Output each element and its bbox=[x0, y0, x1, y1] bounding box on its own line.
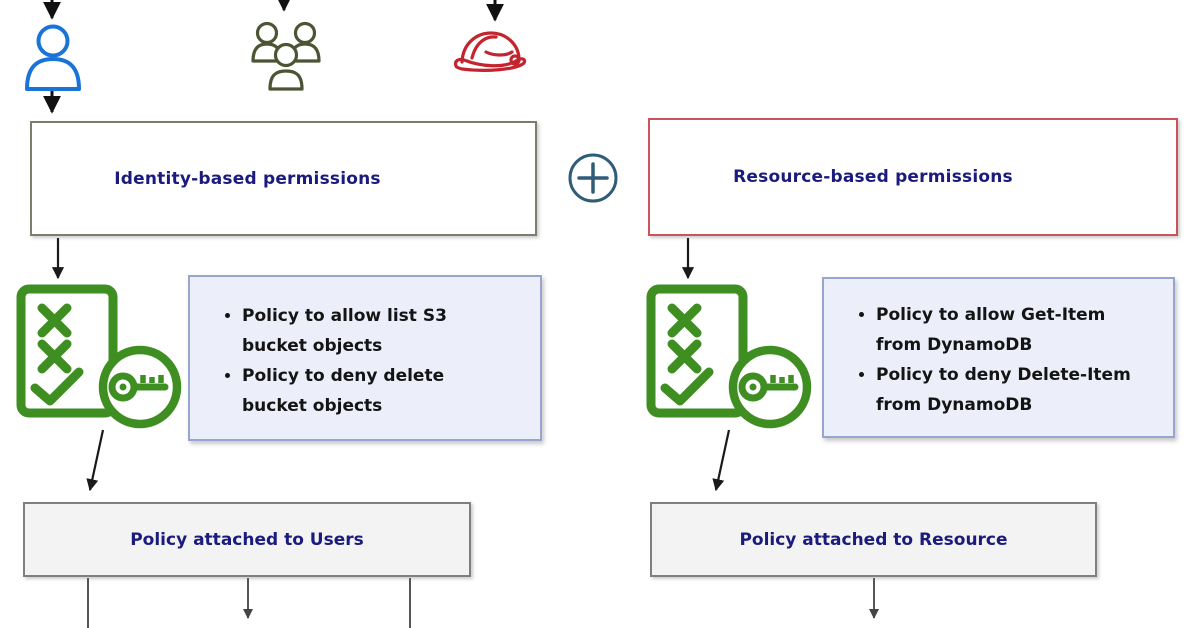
user-group-icon bbox=[251, 21, 321, 91]
identity-permissions-box: Identity-based permissions bbox=[30, 121, 537, 236]
list-item: Policy to deny Delete-Item from DynamoDB bbox=[876, 360, 1143, 420]
identity-policy-list-box: Policy to allow list S3 bucket objects P… bbox=[188, 275, 542, 441]
resource-policy-list-box: Policy to allow Get-Item from DynamoDB P… bbox=[822, 277, 1175, 438]
policy-document-key-icon bbox=[646, 284, 812, 429]
identity-permissions-label: Identity-based permissions bbox=[114, 168, 381, 189]
plus-circle-icon bbox=[568, 153, 618, 203]
user-icon bbox=[25, 24, 81, 91]
policy-attached-users-label: Policy attached to Users bbox=[130, 529, 364, 550]
policy-document-key-icon bbox=[16, 284, 182, 429]
list-item: Policy to allow Get-Item from DynamoDB bbox=[876, 300, 1143, 360]
resource-policy-list: Policy to allow Get-Item from DynamoDB P… bbox=[824, 279, 1173, 420]
arrow-policy-to-users-box bbox=[86, 429, 105, 492]
arrow-policy-to-resource-box bbox=[712, 429, 731, 492]
list-item: Policy to deny delete bucket objects bbox=[242, 361, 508, 421]
list-item: Policy to allow list S3 bucket objects bbox=[242, 301, 508, 361]
policy-attached-resource-label: Policy attached to Resource bbox=[739, 529, 1008, 550]
resource-permissions-label: Resource-based permissions bbox=[733, 167, 1013, 187]
hard-hat-icon bbox=[453, 31, 527, 72]
resource-permissions-box: Resource-based permissions bbox=[648, 118, 1178, 236]
identity-policy-list: Policy to allow list S3 bucket objects P… bbox=[190, 277, 540, 421]
policy-attached-resource-box: Policy attached to Resource bbox=[650, 502, 1097, 577]
policy-attached-users-box: Policy attached to Users bbox=[23, 502, 471, 577]
